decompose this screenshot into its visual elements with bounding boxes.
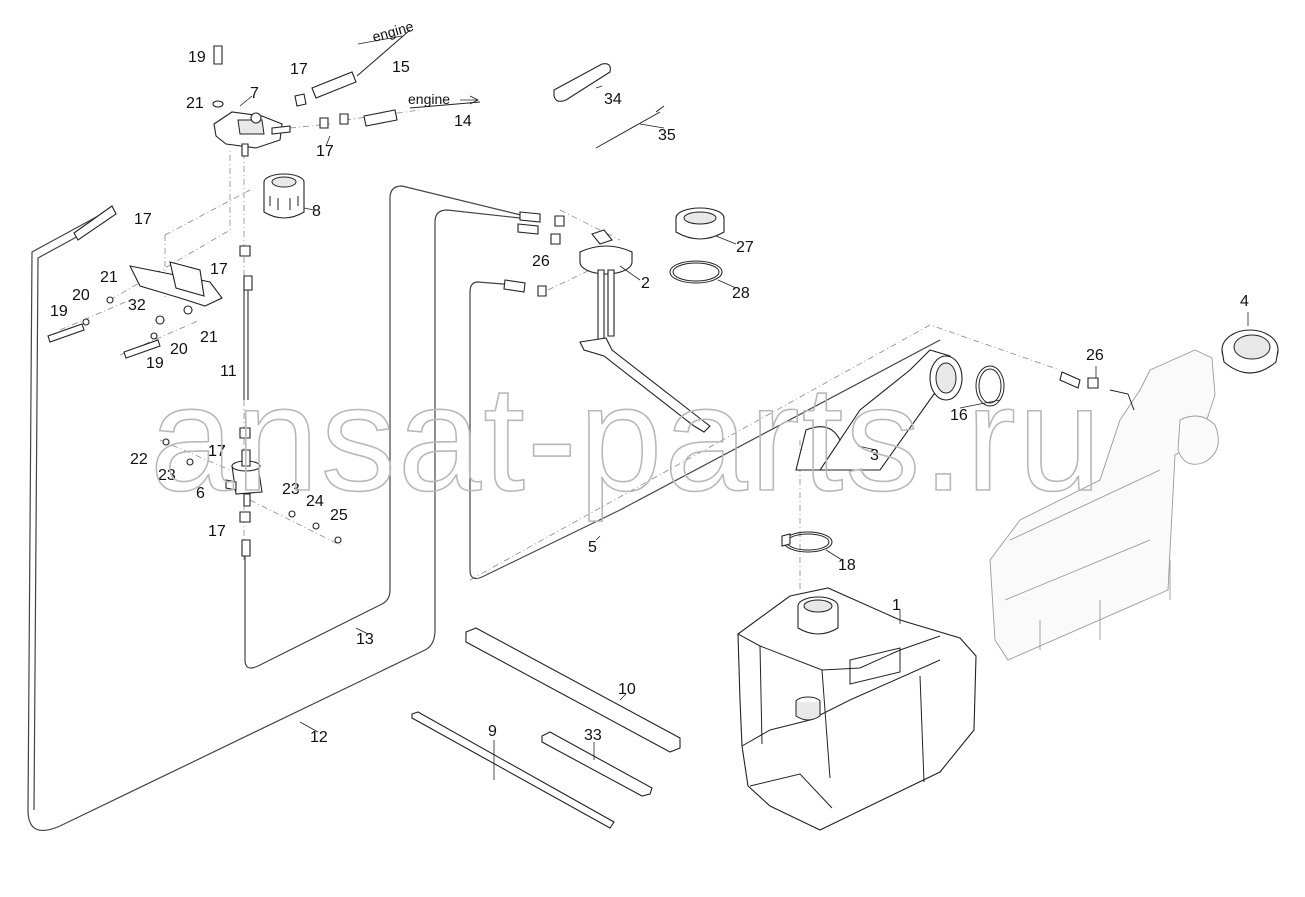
callout-9: 9 <box>488 723 497 740</box>
hose-clamp-18 <box>781 531 833 553</box>
callout-8: 8 <box>312 203 321 220</box>
filter-element <box>263 173 305 219</box>
callout-3: 3 <box>870 447 879 464</box>
callout-32: 32 <box>128 297 146 314</box>
hose-clamp-16 <box>975 365 1005 407</box>
callout-26: 26 <box>1086 347 1104 364</box>
callout-25: 25 <box>330 507 348 524</box>
callout-33: 33 <box>584 727 602 744</box>
callout-17: 17 <box>208 443 226 460</box>
callout-20: 20 <box>72 287 90 304</box>
callout-17: 17 <box>134 211 152 228</box>
callout-13: 13 <box>356 631 374 648</box>
callout-21: 21 <box>200 329 218 346</box>
callout-17: 17 <box>316 143 334 160</box>
callout-20: 20 <box>170 341 188 358</box>
callout-34: 34 <box>604 91 622 108</box>
filler-cap <box>1221 329 1279 374</box>
small-fasteners <box>162 105 1135 544</box>
watermark-text: ansat-parts.ru <box>150 354 1103 522</box>
fuel-level-sender <box>579 229 711 433</box>
callout-23: 23 <box>282 481 300 498</box>
leader-lines <box>239 35 1249 780</box>
fuel-filter-housing <box>213 111 291 157</box>
mounting-bracket <box>106 261 223 325</box>
vehicle-frame-ghost <box>989 349 1219 661</box>
hose-pieces <box>73 29 1081 389</box>
callout-16: 16 <box>950 407 968 424</box>
seal-ring <box>669 260 723 284</box>
callout-19: 19 <box>146 355 164 372</box>
callout-6: 6 <box>196 485 205 502</box>
callout-35: 35 <box>658 127 676 144</box>
rubber-strips <box>411 627 681 829</box>
callout-17: 17 <box>208 443 226 460</box>
callout-10: 10 <box>618 681 636 698</box>
cap-ring <box>675 207 725 240</box>
callout-1: 1 <box>892 597 901 614</box>
bolts <box>47 45 224 359</box>
callout-24: 24 <box>306 493 324 510</box>
callout-17: 17 <box>290 61 308 78</box>
engine-label-lower: engine <box>408 91 450 107</box>
hose-clips <box>239 93 1099 557</box>
callout-23: 23 <box>158 467 176 484</box>
callout-4: 4 <box>1240 293 1249 310</box>
callout-22: 22 <box>130 451 148 468</box>
fuel-tank <box>737 587 977 831</box>
callout-7: 7 <box>250 85 259 102</box>
callout-2: 2 <box>641 275 650 292</box>
callout-11: 11 <box>220 363 237 380</box>
callout-15: 15 <box>392 59 410 76</box>
callout-21: 21 <box>186 95 204 112</box>
callout-12: 12 <box>310 729 328 746</box>
callout-19: 19 <box>50 303 68 320</box>
callout-19: 19 <box>188 49 206 66</box>
hose-13 <box>244 185 526 669</box>
fuel-pump <box>225 449 263 507</box>
callout-14: 14 <box>454 113 472 130</box>
callout-26: 26 <box>532 253 550 270</box>
callout-27: 27 <box>736 239 754 256</box>
hose-5 <box>469 281 941 580</box>
callout-18: 18 <box>838 557 856 574</box>
callout-28: 28 <box>732 285 750 302</box>
callout-21: 21 <box>100 269 118 286</box>
callout-17: 17 <box>208 523 226 540</box>
callout-17: 17 <box>210 261 228 278</box>
hose-12 <box>27 209 521 831</box>
engine-label-upper: engine <box>370 18 415 45</box>
callout-5: 5 <box>588 539 597 556</box>
filler-neck <box>795 349 963 471</box>
